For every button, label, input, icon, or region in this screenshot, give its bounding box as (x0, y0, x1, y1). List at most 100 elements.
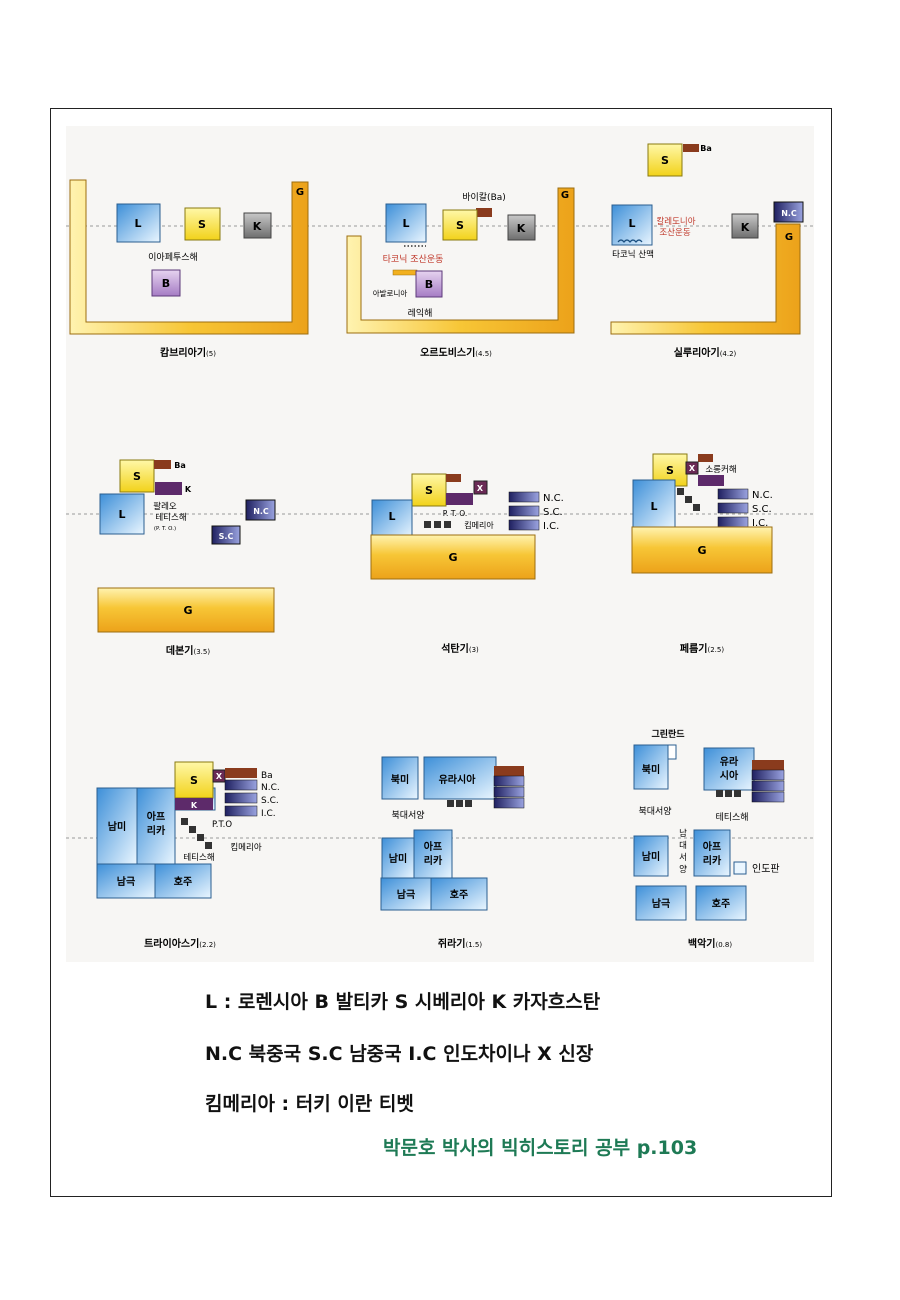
panel-carboniferous: S X L P. T. O. 킴메리아 N.C. S.C. I.C. G 석탄기… (370, 473, 564, 655)
india-plate-label: 인도판 (752, 863, 780, 875)
south-china-block (224, 792, 258, 804)
baikal-label: 바이칼(Ba) (462, 192, 506, 203)
panel-caption: 쥐라기(1.5) (438, 937, 482, 950)
paleotethys-label-1: 팔레오 (153, 501, 177, 512)
panel-caption: 트라이아스기(2.2) (144, 937, 216, 950)
laurentia-block (611, 204, 653, 246)
gondwana-plate (610, 223, 801, 335)
siberia-block (184, 207, 221, 241)
indochina-label: I.C. (752, 518, 768, 529)
panel-caption: 석탄기(3) (441, 642, 479, 655)
north-china-block (717, 488, 749, 500)
africa-label-2: 리카 (147, 824, 166, 837)
greenland-label: 그린란드 (651, 728, 685, 740)
baltica-block (415, 270, 443, 298)
africa-label-2: 리카 (703, 854, 722, 867)
siberia-label: S (198, 218, 206, 231)
laurentia-label: L (388, 510, 395, 523)
south-america-label: 남미 (108, 820, 126, 833)
laurentia-block (385, 203, 427, 243)
antarctica-label: 남극 (652, 897, 670, 910)
kazakhstan-block (698, 475, 724, 486)
south-china-label: S.C (219, 532, 234, 541)
tarim-label: X (689, 464, 696, 473)
north-america-block (381, 756, 419, 800)
gondwana-label: G (785, 232, 793, 243)
siberia-label: S (666, 464, 674, 477)
north-china-block (751, 769, 785, 781)
kazakhstan-block (446, 493, 473, 505)
siberia-block (647, 143, 683, 177)
cimmeria-label: 킴메리아 (464, 520, 494, 530)
kazakhstan-label: K (185, 485, 192, 494)
australia-label: 호주 (450, 888, 468, 901)
gondwana-plate (346, 187, 575, 334)
north-china-label: N.C. (752, 490, 773, 501)
siberia-block (442, 209, 478, 241)
north-china-label: N.C. (261, 783, 280, 793)
south-china-block (211, 525, 241, 545)
laurentia-label: L (402, 217, 409, 230)
indochina-block (224, 805, 258, 817)
eurasia-label-1: 유라 (720, 755, 739, 768)
greenland-block (667, 744, 677, 760)
laurentia-block (116, 203, 161, 243)
panel-ordovician: G L 바이칼(Ba) S K 타코닉 조산운동 B 아발로니아 레익해 오르도… (346, 187, 575, 359)
kazakhstan-block (243, 212, 272, 239)
australia-block (430, 877, 488, 911)
laurentia-block (99, 493, 145, 535)
south-america-label: 남미 (389, 852, 407, 865)
indochina-block (508, 519, 540, 531)
rheic-ocean-label: 레익해 (408, 307, 433, 319)
south-atlantic-label-3: 서 (679, 853, 687, 863)
gondwana-label: G (183, 604, 192, 617)
south-china-label: S.C. (752, 504, 772, 515)
north-china-block (224, 779, 258, 791)
antarctica-block (380, 877, 432, 911)
north-atlantic-label: 북대서양 (391, 810, 424, 821)
baikal-short-label: Ba (174, 461, 186, 470)
tethys-label: 테티스해 (183, 853, 214, 863)
eurasia-label: 유라시아 (439, 773, 477, 786)
south-america-block (381, 837, 415, 879)
cimmeria-blocks (424, 521, 451, 528)
south-america-label: 남미 (642, 850, 660, 863)
tarim-label: X (216, 772, 223, 781)
indochina-block (751, 791, 785, 803)
india-plate-block (733, 861, 747, 875)
gondwana-label: G (296, 187, 304, 198)
gondwana-label: G (448, 551, 457, 564)
antarctica-block (96, 863, 156, 899)
avalonia-label: 아발로니아 (373, 288, 408, 298)
baikal-block (154, 460, 171, 469)
north-china-block (493, 775, 525, 787)
australia-block (154, 863, 212, 899)
eurasia-block (703, 747, 755, 791)
taconic-range-label: 타코닉 산맥 (612, 249, 654, 260)
baikal-block (476, 208, 492, 217)
cimmeria-blocks (677, 488, 700, 511)
australia-label: 호주 (174, 875, 192, 888)
baltica-label: B (162, 277, 170, 290)
south-china-block (508, 505, 540, 517)
baikal-block (698, 454, 713, 462)
caledonian-orogeny-label-2: 조산운동 (659, 227, 690, 238)
north-china-block (773, 201, 804, 223)
panel-caption: 백악기(0.8) (688, 937, 732, 950)
cimmeria-blocks (447, 800, 472, 807)
panel-triassic: 남미 아프 리카 남극 호주 S K X Ba N.C. S.C. I.C. P… (96, 761, 280, 950)
africa-label-1: 아프 (147, 810, 165, 823)
tarim-block (685, 461, 699, 475)
caledonian-orogeny-label-1: 칼레도니아 (656, 216, 695, 227)
cimmeria-blocks (181, 818, 212, 849)
africa-label-1: 아프 (703, 840, 721, 853)
siberia-block (119, 459, 155, 493)
baikal-block (683, 144, 699, 152)
africa-block (413, 829, 453, 879)
source-credit: 박문호 박사의 빅히스토리 공부 p.103 (383, 1137, 698, 1159)
antarctica-block (635, 885, 687, 921)
laurentia-block (371, 499, 413, 539)
kazakhstan-label: K (253, 220, 262, 233)
laurentia-label: L (650, 500, 657, 513)
